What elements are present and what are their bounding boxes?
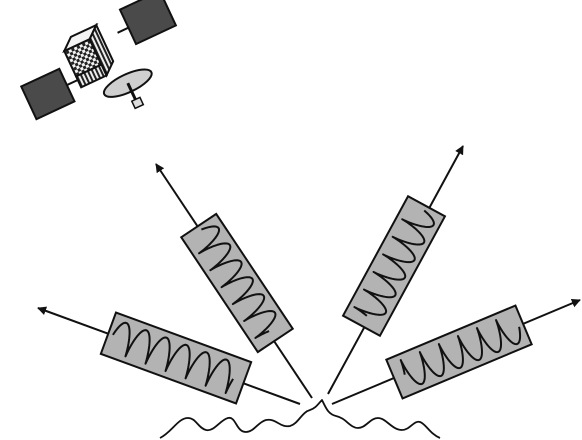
- packet-upper-left: [179, 212, 295, 354]
- rough-surface-icon: [159, 399, 441, 439]
- satellite-icon: [19, 0, 178, 121]
- wave-signal: [198, 225, 277, 339]
- packet-upper-right: [341, 194, 447, 338]
- packet-right: [385, 304, 533, 400]
- wave-signal: [112, 321, 234, 395]
- ray-group: [37, 145, 581, 405]
- packet-left: [99, 311, 253, 405]
- wave-signal: [399, 319, 522, 386]
- wave-envelope: [99, 311, 253, 405]
- wave-signal: [353, 209, 435, 317]
- wave-envelope: [385, 304, 533, 400]
- wave-envelope: [179, 212, 295, 354]
- wave-envelope: [341, 194, 447, 338]
- wave-packet-group: [99, 194, 533, 405]
